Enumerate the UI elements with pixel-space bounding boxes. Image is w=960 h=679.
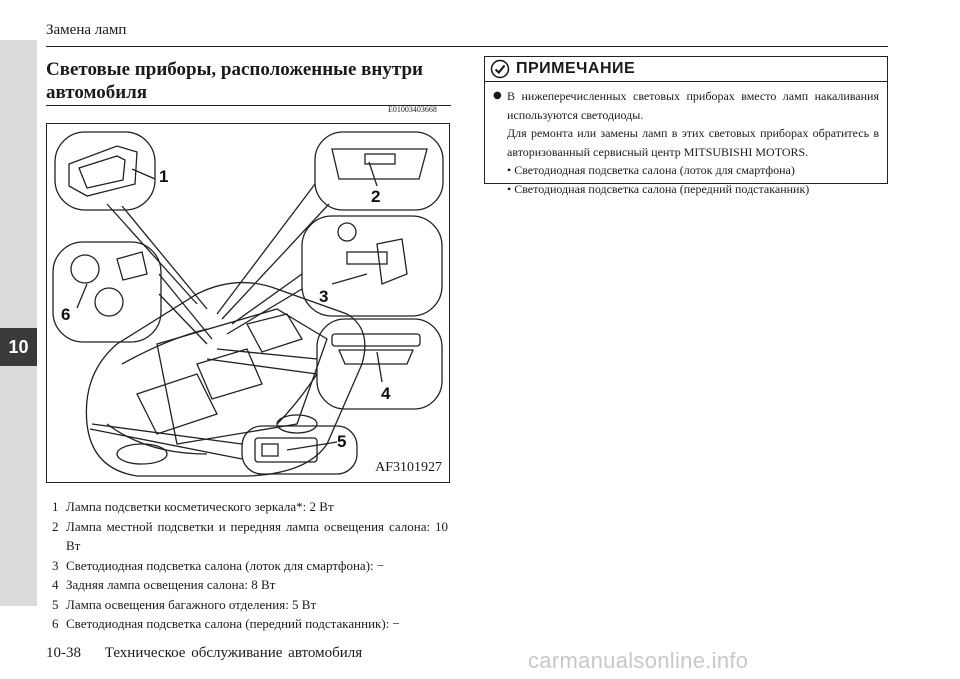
- front-seat-outline: [196, 348, 263, 400]
- callout-3: 3: [319, 287, 328, 306]
- note-box: ПРИМЕЧАНИЕ ● В нижеперечисленных световы…: [484, 56, 888, 196]
- rear-seat-outline: [136, 373, 218, 435]
- legend-item-number: 2: [52, 518, 59, 534]
- callout-4: 4: [381, 384, 391, 403]
- note-paragraph-2: Для ремонта или замены ламп в этих свето…: [507, 126, 879, 159]
- legend-item-text: Задняя лампа освещения салона: 8 Вт: [66, 577, 276, 592]
- interior-lights-figure: 1 2 3 4 5 6 AF3101927: [46, 123, 450, 483]
- note-title: ПРИМЕЧАНИЕ: [516, 60, 636, 77]
- note-header: ПРИМЕЧАНИЕ: [485, 57, 887, 82]
- callout-6: 6: [61, 305, 70, 324]
- document-code: E01003403668: [388, 105, 437, 114]
- legend-item: 1 Лампа подсветки косметического зеркала…: [52, 497, 448, 517]
- legend-item-number: 6: [52, 616, 59, 631]
- dashboard-outline: [246, 313, 303, 353]
- legend-item-text: Светодиодная подсветка салона (передний …: [66, 616, 400, 631]
- legend-item-number: 5: [52, 596, 59, 612]
- page-number: 10-38: [46, 645, 81, 661]
- legend-item: 5 Лампа освещения багажного отделения: 5…: [52, 595, 448, 615]
- interior-lights-illustration: 1 2 3 4 5 6: [52, 131, 444, 477]
- note-paragraph: ● В нижеперечисленных световых приборах …: [493, 87, 879, 198]
- inset-front-map-lamp: [314, 131, 444, 211]
- section-title-line1: Световые приборы, расположенные внутри: [46, 59, 423, 80]
- bullet-dot-icon: ●: [493, 90, 502, 101]
- note-list-item: • Светодиодная подсветка салона (лоток д…: [507, 163, 795, 177]
- section-title-line2: автомобиля: [46, 82, 148, 103]
- running-head: Замена ламп: [46, 22, 127, 38]
- legend-item: 3 Светодиодная подсветка салона (лоток д…: [52, 556, 448, 576]
- callout-2: 2: [371, 187, 380, 206]
- note-body: ● В нижеперечисленных световых приборах …: [493, 87, 879, 198]
- note-checkmark-icon: [490, 59, 510, 79]
- callout-1: 1: [159, 167, 168, 186]
- section-title: Световые приборы, расположенные внутри а…: [46, 58, 446, 104]
- footer-chapter-title: Техническое обслуживание автомобиля: [104, 645, 363, 661]
- legend-item-number: 4: [52, 577, 59, 592]
- figure-legend: 1 Лампа подсветки косметического зеркала…: [52, 497, 448, 634]
- car-cabin-outline: [156, 308, 328, 445]
- legend-item: 6 Светодиодная подсветка салона (передни…: [52, 614, 448, 634]
- chapter-number-badge: 10: [0, 328, 37, 366]
- header-rule: [46, 46, 888, 47]
- inset-vanity-mirror: [54, 131, 156, 211]
- chapter-side-tab: [0, 40, 37, 606]
- legend-item-text: Лампа освещения багажного отделения: 5 В…: [66, 596, 317, 612]
- legend-item-number: 3: [52, 557, 59, 573]
- legend-item: 2 Лампа местной подсветки и передняя лам…: [52, 517, 448, 556]
- page-footer: 10-38 Техническое обслуживание автомобил…: [46, 645, 362, 662]
- legend-item-text: Лампа местной подсветки и передняя лампа…: [66, 518, 448, 554]
- legend-item-number: 1: [52, 499, 59, 514]
- watermark: carmanualsonline.info: [528, 648, 749, 673]
- note-list-item: • Светодиодная подсветка салона (передни…: [507, 181, 810, 196]
- inset-cupholder: [52, 241, 162, 343]
- section-rule: [46, 105, 451, 106]
- legend-item: 4 Задняя лампа освещения салона: 8 Вт: [52, 575, 448, 595]
- inset-rear-dome-lamp: [316, 318, 443, 410]
- inset-luggage-lamp: [241, 425, 358, 475]
- callout-5: 5: [337, 432, 346, 451]
- legend-item-text: Светодиодная подсветка салона (лоток для…: [66, 557, 385, 573]
- inset-smartphone-tray: [301, 215, 443, 317]
- legend-item-text: Лампа подсветки косметического зеркала*:…: [66, 499, 334, 514]
- car-body-outline: [85, 281, 366, 477]
- figure-code: AF3101927: [375, 460, 442, 475]
- note-paragraph-1: В нижеперечисленных световых приборах вм…: [507, 89, 879, 122]
